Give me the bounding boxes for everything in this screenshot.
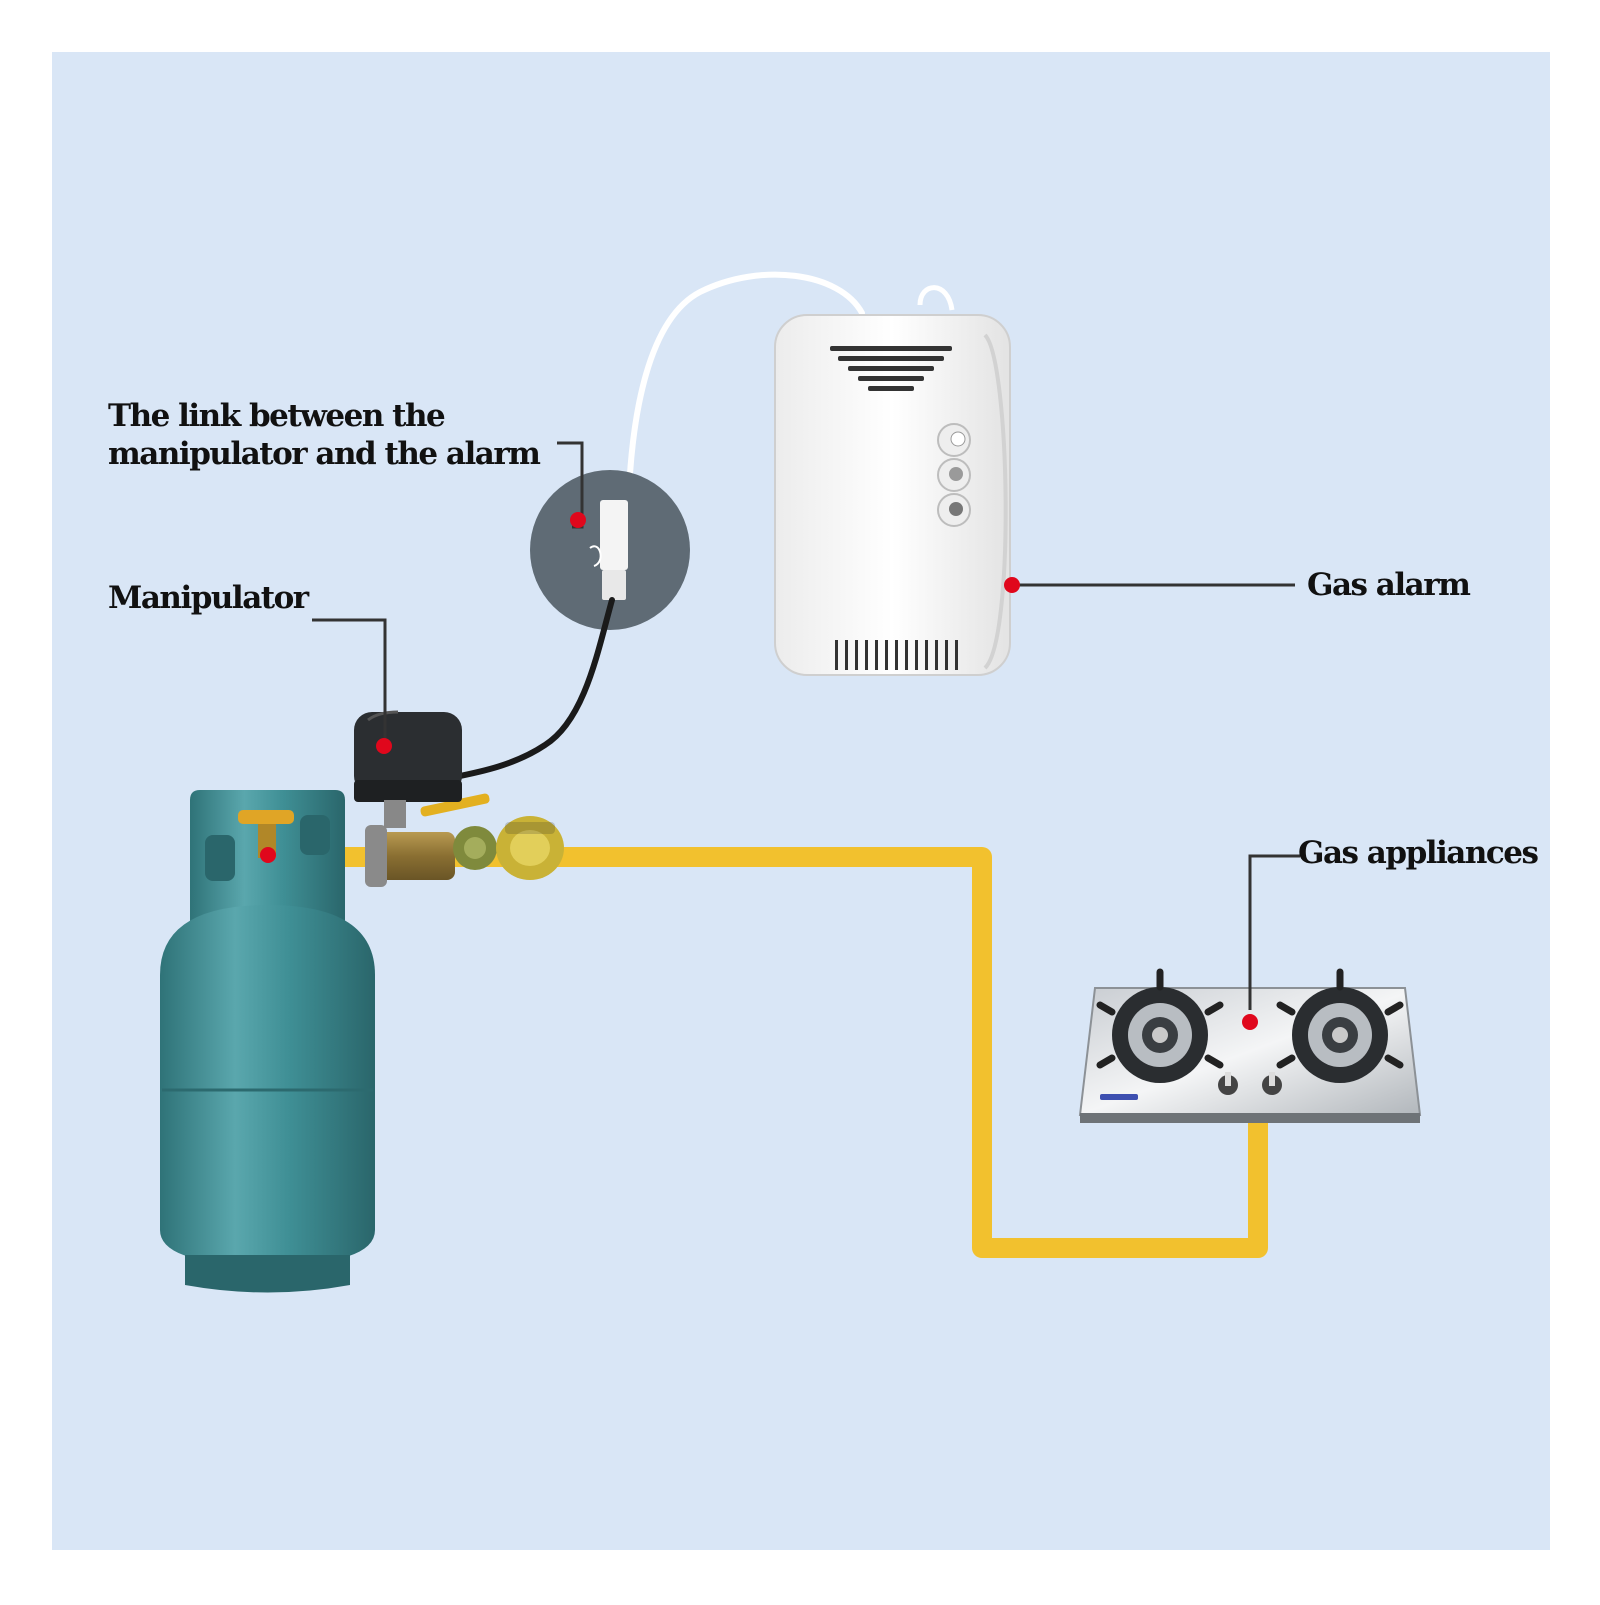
alarm-cable (625, 271, 865, 523)
manipulator-valve-icon (354, 710, 564, 887)
label-manipulator: Manipulator (108, 580, 309, 616)
label-link-line1: The link between the (108, 398, 446, 434)
gas-alarm-icon (774, 314, 1011, 676)
gas-pipe (262, 847, 1268, 1258)
alarm-cable-loop (917, 285, 955, 311)
gas-stove-icon (1078, 968, 1422, 1123)
link-connector-icon (530, 470, 690, 630)
label-gas-appliances: Gas appliances (1298, 835, 1539, 871)
marker-gas-appliances (1242, 1014, 1258, 1030)
marker-gas-alarm (1004, 577, 1020, 593)
gas-cylinder-icon (160, 790, 375, 1293)
label-link-line2: manipulator and the alarm (108, 436, 541, 472)
label-link: The link between the manipulator and the… (108, 397, 541, 473)
leader-gas-appliances (1248, 854, 1300, 1010)
marker-link (570, 512, 586, 528)
marker-cylinder-valve (260, 847, 276, 863)
label-gas-alarm: Gas alarm (1307, 567, 1471, 603)
marker-manipulator (376, 738, 392, 754)
valve-cable (452, 597, 615, 780)
